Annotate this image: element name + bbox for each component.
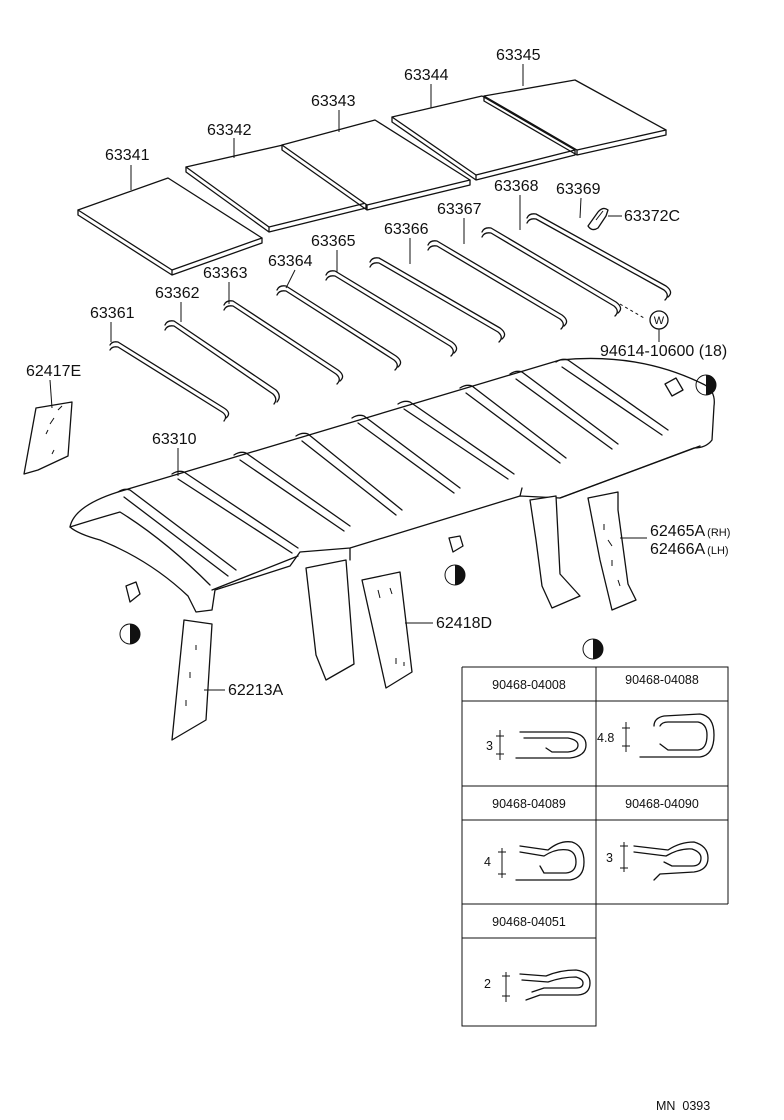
- diagram-code: MN 0393: [656, 1099, 710, 1113]
- roof-bow-63364[interactable]: [276, 285, 402, 371]
- clip-drawing-04089: 4: [484, 841, 585, 881]
- dim-04051: 2: [484, 977, 491, 991]
- label-63345: 63345: [496, 47, 541, 64]
- headlining-panel-63345[interactable]: [483, 79, 667, 156]
- label-washer: 94614-10600 (18): [600, 343, 727, 360]
- clip-part-90468-04051: 90468-04051: [492, 915, 566, 929]
- label-63362: 63362: [155, 285, 200, 302]
- label-62418d: 62418D: [436, 615, 492, 632]
- label-62213a: 62213A: [228, 682, 283, 699]
- clip-drawing-04008: 3: [486, 730, 587, 760]
- label-63368: 63368: [494, 178, 539, 195]
- clip-part-90468-04008: 90468-04008: [492, 678, 566, 692]
- headlining-panel-63344[interactable]: [391, 95, 576, 181]
- clip-left[interactable]: [125, 581, 141, 603]
- washer-w-symbol[interactable]: W: [619, 303, 669, 342]
- roof-bow-63363[interactable]: [223, 300, 344, 385]
- label-63342: 63342: [207, 122, 252, 139]
- label-63364: 63364: [268, 253, 313, 270]
- trim-62213a[interactable]: [171, 619, 213, 741]
- clip-drawing-04090: 3: [606, 841, 709, 881]
- leader-lines: [49, 64, 647, 691]
- label-62465a: 62465A(RH): [650, 523, 730, 540]
- label-63369: 63369: [556, 181, 601, 198]
- pillar-left-under-roof: [305, 559, 355, 681]
- clip-symbol-left-icon: [119, 623, 141, 645]
- dim-04008: 3: [486, 739, 493, 753]
- label-63361: 63361: [90, 305, 135, 322]
- roof-bow-63369[interactable]: [526, 213, 672, 301]
- clip-center[interactable]: [448, 535, 464, 553]
- dim-04089: 4: [484, 855, 491, 869]
- roof-bow-63368[interactable]: [481, 227, 622, 317]
- clip-symbol-right-icon: [695, 374, 717, 396]
- roof-bow-63366[interactable]: [369, 257, 506, 343]
- clip-part-90468-04089: 90468-04089: [492, 797, 566, 811]
- clip-symbol-center-icon: [444, 564, 466, 586]
- trim-62418d[interactable]: [361, 571, 413, 689]
- label-63341: 63341: [105, 147, 150, 164]
- roof-bow-63365[interactable]: [325, 270, 458, 357]
- clip-part-90468-04090: 90468-04090: [625, 797, 699, 811]
- label-63365: 63365: [311, 233, 356, 250]
- label-62417e: 62417E: [26, 363, 81, 380]
- pillar-center-under-roof: [529, 495, 581, 609]
- clips-table: 90468-04008 90468-04088 90468-04089 9046…: [461, 666, 729, 1027]
- label-63363: 63363: [203, 265, 248, 282]
- trim-62417e[interactable]: [23, 401, 73, 475]
- headlining-panel-63343[interactable]: [281, 119, 471, 211]
- label-63372c: 63372C: [624, 208, 680, 225]
- clip-drawing-04051: 2: [484, 969, 591, 1002]
- label-63343: 63343: [311, 93, 356, 110]
- roof-bow-63362[interactable]: [164, 320, 280, 405]
- clip-right[interactable]: [664, 377, 684, 397]
- headlining-panel-63341[interactable]: [77, 177, 263, 276]
- clip-drawing-04088: 4.8: [597, 713, 715, 758]
- washer-code: W: [654, 315, 665, 327]
- roof-bow-63361[interactable]: [109, 341, 230, 422]
- clip-symbol-table-icon: [582, 638, 604, 660]
- roof-headlining-63310[interactable]: [69, 357, 715, 613]
- label-63344: 63344: [404, 67, 449, 84]
- dim-04088: 4.8: [597, 731, 614, 745]
- clip-part-90468-04088: 90468-04088: [625, 673, 699, 687]
- label-63310: 63310: [152, 431, 197, 448]
- end-clip-63372c[interactable]: [587, 207, 609, 231]
- label-63367: 63367: [437, 201, 482, 218]
- dim-04090: 3: [606, 851, 613, 865]
- part-labels: 63341 63342 63343 63344 63345 63361 6336…: [26, 47, 730, 699]
- label-63366: 63366: [384, 221, 429, 238]
- trim-62465a-62466a[interactable]: [587, 491, 637, 611]
- roof-bow-63367[interactable]: [427, 240, 568, 330]
- label-62466a: 62466A(LH): [650, 541, 729, 558]
